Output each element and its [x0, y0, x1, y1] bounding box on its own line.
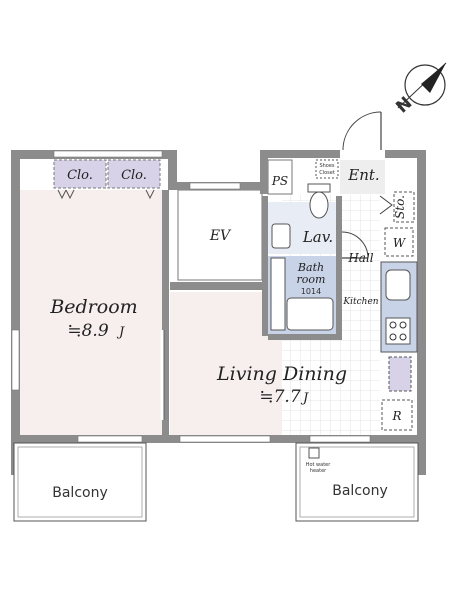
balcony-left-label: Balcony [52, 485, 108, 501]
closet-1 [53, 159, 107, 189]
entrance-label: Ent. [347, 166, 379, 184]
elevator-label: EV [209, 228, 232, 244]
shoes-closet [315, 159, 339, 179]
bathroom-label-3: 1014 [301, 287, 321, 296]
storage-door [379, 195, 393, 215]
stove-icon [385, 317, 411, 345]
water-heater-label-1: Hot water [306, 462, 332, 468]
balcony-right-label: Balcony [332, 483, 388, 499]
bedroom-unit: J [116, 325, 125, 340]
entrance-floor [340, 160, 385, 194]
bath-shower [270, 257, 286, 331]
kitchen-label: Kitchen [342, 297, 378, 307]
ps-label: PS [271, 174, 288, 188]
lavatory-label: Lav. [302, 228, 333, 246]
storage-label: Sto. [393, 195, 407, 219]
cupboard [388, 356, 412, 392]
living-unit: J [300, 391, 309, 406]
bedroom-label: Bedroom [49, 296, 137, 318]
sink-icon [385, 269, 411, 301]
bedroom-size: ≒8.9 [67, 321, 108, 341]
refrigerator-space [381, 399, 413, 431]
lavatory-door [341, 231, 369, 259]
washbasin-icon [271, 223, 291, 249]
entrance-door [342, 111, 382, 151]
closet-1-label: Clo. [67, 168, 93, 183]
closet-2-label: Clo. [121, 168, 147, 183]
hall-label: Hall [347, 251, 373, 265]
closet-door-left [57, 189, 75, 200]
living-size: ≒7.7 [259, 387, 300, 407]
bathroom-label-2: room [297, 273, 326, 286]
closet-door-right [145, 189, 155, 200]
washer-space [384, 227, 414, 257]
bathtub-icon [286, 297, 334, 331]
ps-shaft [267, 159, 293, 195]
storage-box [393, 191, 415, 223]
bathroom-label-1: Bath [297, 261, 324, 274]
water-heater-label-2: heater [310, 468, 327, 474]
shoes-closet-label-2: Closet [319, 170, 335, 176]
balcony-left-area [13, 442, 147, 522]
washer-label: W [393, 236, 407, 250]
refrigerator-label: R [391, 409, 401, 423]
water-heater-icon [308, 447, 320, 459]
toilet-icon [307, 183, 331, 219]
bedroom-floor [20, 190, 162, 435]
living-label: Living Dining [216, 363, 347, 385]
north-compass-icon: N [392, 62, 447, 117]
compass-label: N [392, 93, 416, 117]
closet-2 [107, 159, 161, 189]
shoes-closet-label-1: Shoes [319, 163, 334, 169]
